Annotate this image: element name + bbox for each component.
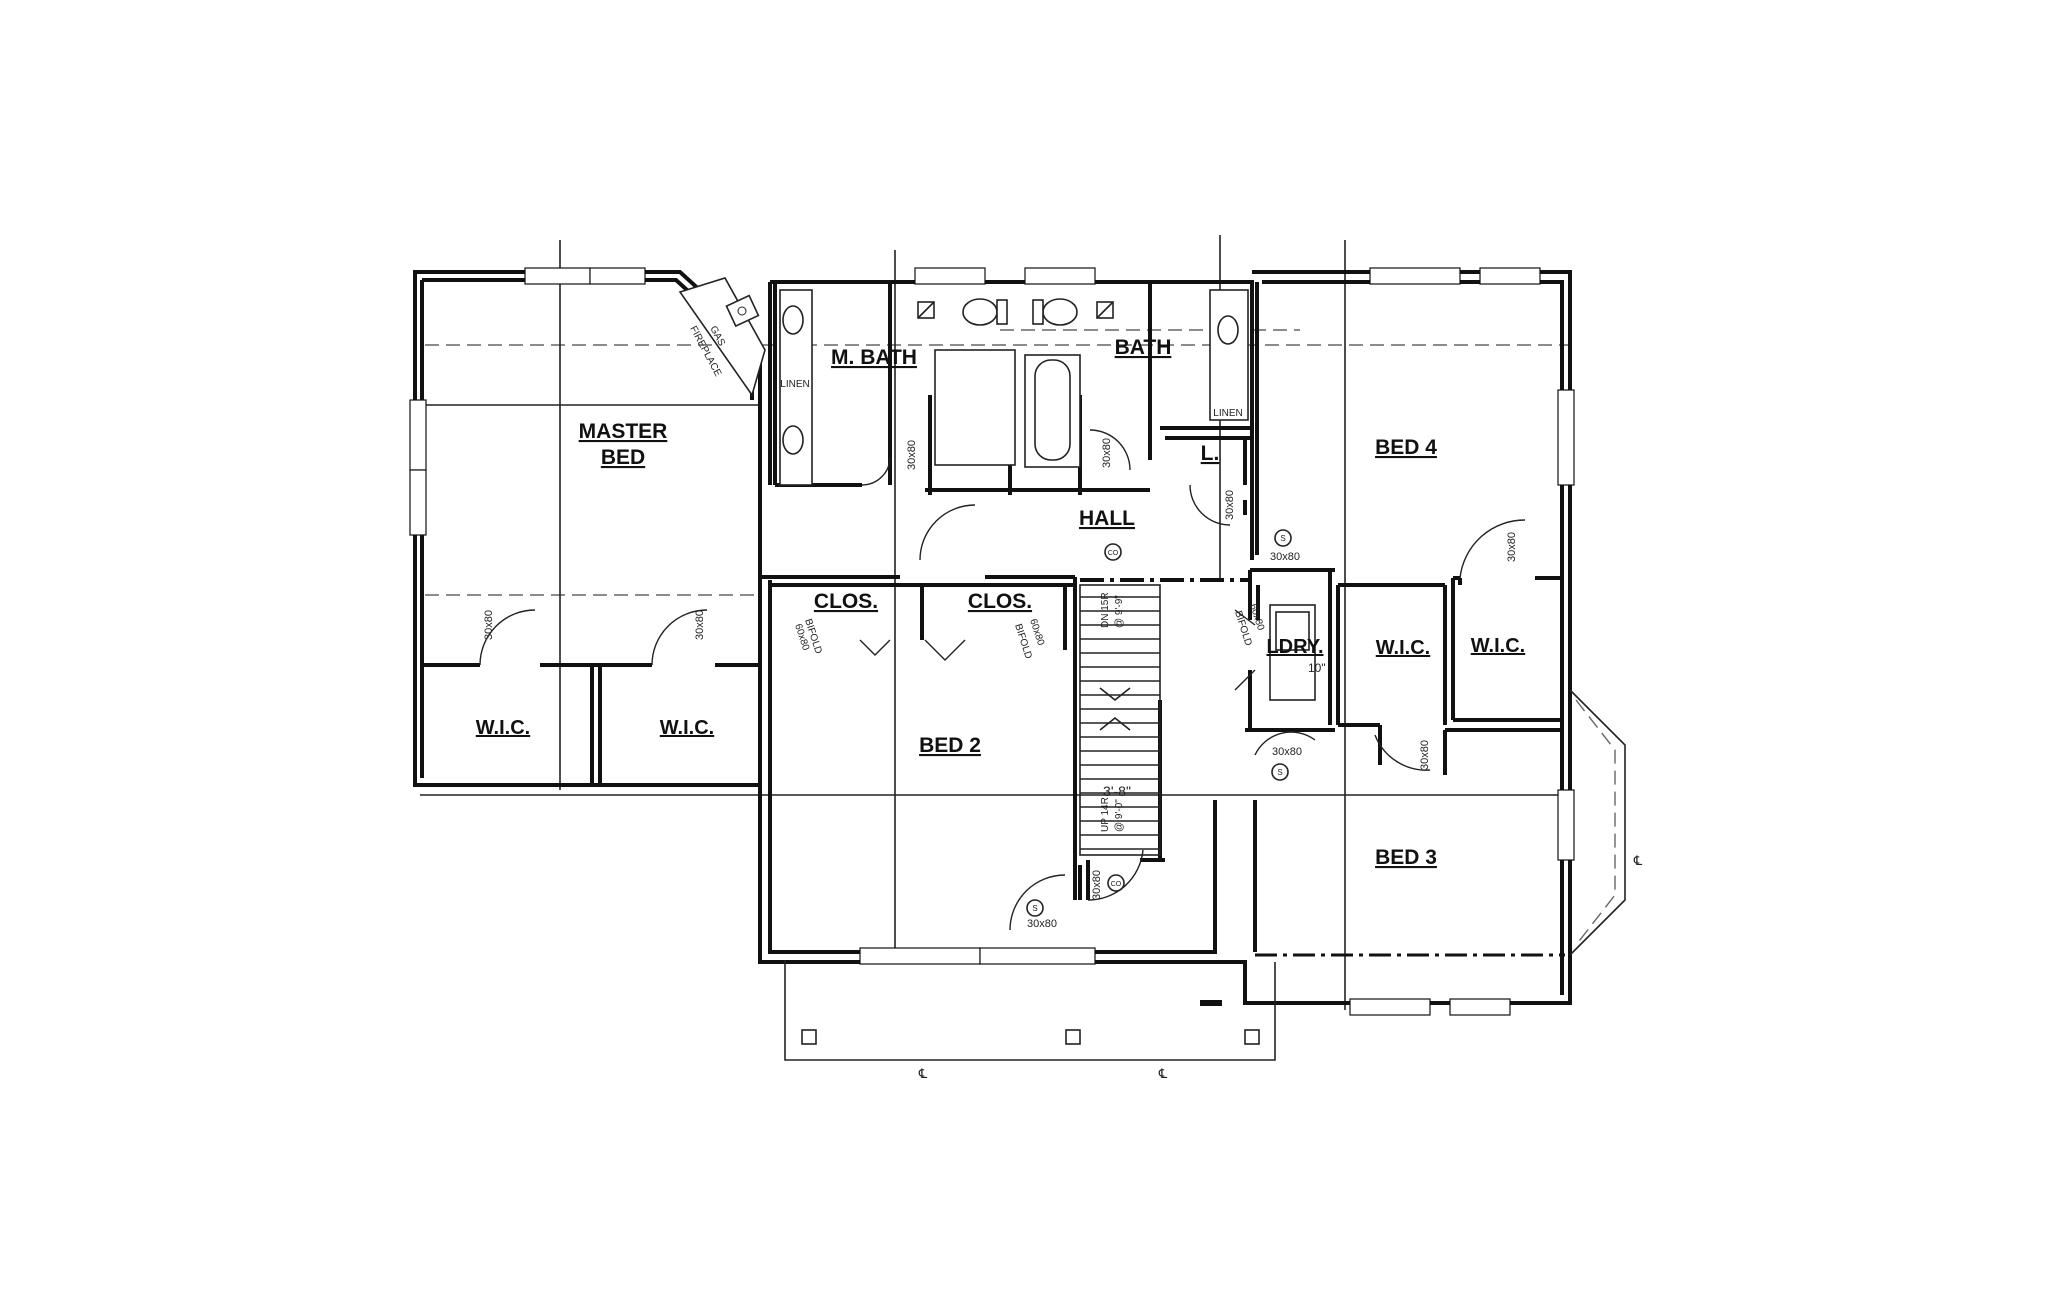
room-master-2: BED bbox=[601, 446, 645, 469]
centerline-3: ℄ bbox=[1633, 853, 1643, 868]
door-size-wic-1: 30x80 bbox=[483, 610, 495, 640]
stair-down-2: @ 9'-9" bbox=[1114, 595, 1125, 628]
centerline-1: ℄ bbox=[918, 1066, 928, 1081]
windows bbox=[409, 267, 1575, 1016]
door-size-wic-2: 30x80 bbox=[694, 610, 706, 640]
door-size-bed3: 30x80 bbox=[1272, 746, 1302, 758]
centerline-2: ℄ bbox=[1158, 1066, 1168, 1081]
room-hall: HALL bbox=[1079, 507, 1135, 530]
smoke-label-1: S bbox=[1280, 534, 1285, 543]
linen-label-2: LINEN bbox=[1213, 408, 1242, 419]
door-size-bed2: 30x80 bbox=[1027, 918, 1057, 930]
door-size-bath: 30x80 bbox=[1101, 438, 1113, 468]
room-bed2: BED 2 bbox=[919, 734, 981, 757]
co-label-2: CO bbox=[1111, 881, 1122, 888]
room-labels: MASTER BED M. BATH BATH BED 4 L. HALL CL… bbox=[476, 336, 1525, 869]
door-size-wic-bed3: 30x80 bbox=[1419, 740, 1431, 770]
room-l: L. bbox=[1201, 442, 1220, 465]
stair-width: 3'-8" bbox=[1103, 783, 1131, 799]
stair-down-1: DN 15R bbox=[1100, 592, 1111, 628]
door-swings bbox=[479, 429, 1526, 931]
gas-fireplace bbox=[678, 277, 766, 397]
smoke-label-2: S bbox=[1277, 768, 1282, 777]
door-size-bed4: 30x80 bbox=[1270, 551, 1300, 563]
room-bed3: BED 3 bbox=[1375, 846, 1437, 869]
co-label-1: CO bbox=[1108, 550, 1119, 557]
room-wic-a: W.I.C. bbox=[1376, 637, 1430, 659]
stair bbox=[1079, 578, 1250, 856]
room-clos-1: CLOS. bbox=[814, 590, 878, 613]
room-wic-b: W.I.C. bbox=[1471, 635, 1525, 657]
smoke-label-3: S bbox=[1032, 904, 1037, 913]
stair-up-2: @ 9'-0" bbox=[1114, 799, 1125, 832]
room-wic-c: W.I.C. bbox=[476, 717, 530, 739]
linen-label-1: LINEN bbox=[780, 379, 809, 390]
ldry-dim: 10" bbox=[1308, 661, 1326, 675]
door-size-l: 30x80 bbox=[1224, 490, 1236, 520]
room-wic-d: W.I.C. bbox=[660, 717, 714, 739]
door-size-stair: 30x80 bbox=[1091, 870, 1103, 900]
bath-fixtures bbox=[779, 289, 1316, 701]
interior-walls bbox=[422, 282, 1562, 952]
door-size-mbath: 30x80 bbox=[906, 440, 918, 470]
room-ldry: LDRY. bbox=[1266, 636, 1323, 658]
stair-up-1: UP 14R bbox=[1100, 797, 1111, 832]
room-bed4: BED 4 bbox=[1375, 436, 1437, 459]
room-bath: BATH bbox=[1115, 336, 1172, 359]
room-clos-2: CLOS. bbox=[968, 590, 1032, 613]
room-master-1: MASTER bbox=[579, 420, 668, 443]
room-m-bath: M. BATH bbox=[831, 346, 917, 369]
door-size-wic-bed4: 30x80 bbox=[1506, 532, 1518, 562]
